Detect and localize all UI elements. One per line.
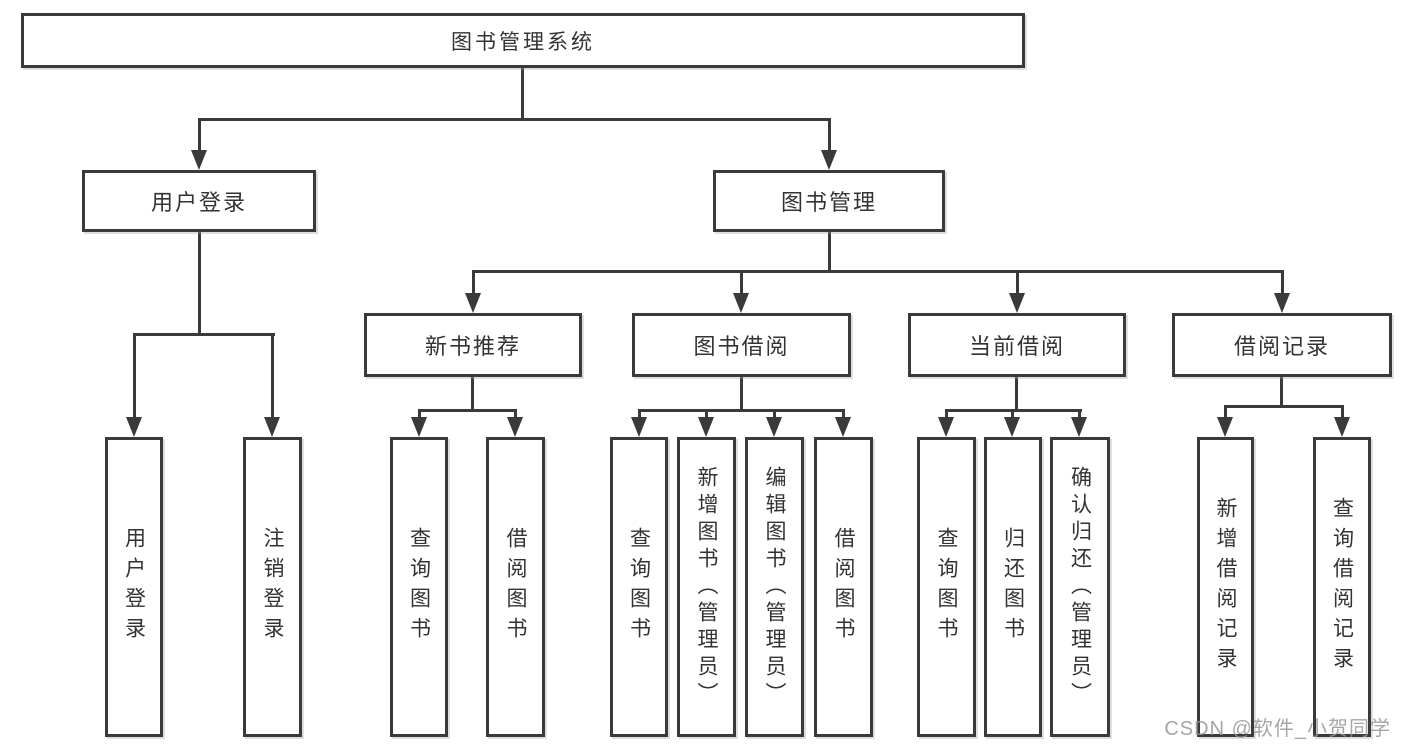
connector-line bbox=[828, 232, 831, 270]
node-user-login: 用户登录 bbox=[82, 170, 316, 232]
arrow-down-icon bbox=[938, 417, 954, 437]
connector-line bbox=[472, 270, 475, 298]
leaf-add-borrow-record-label: 新增借阅记录 bbox=[1214, 497, 1237, 677]
node-current-borrow-label: 当前借阅 bbox=[968, 334, 1065, 359]
node-borrow-record: 借阅记录 bbox=[1172, 313, 1392, 377]
connector-line bbox=[471, 377, 474, 411]
connector-line bbox=[1015, 377, 1018, 411]
connector-line bbox=[1224, 405, 1344, 408]
arrow-down-icon bbox=[465, 293, 481, 313]
connector-line bbox=[133, 333, 275, 336]
arrow-down-icon bbox=[1217, 417, 1233, 437]
leaf-borrow-book-2-label: 借阅图书 bbox=[832, 527, 855, 647]
node-book-borrow: 图书借阅 bbox=[632, 313, 851, 377]
node-book-borrow-label: 图书借阅 bbox=[693, 334, 790, 359]
connector-line bbox=[418, 409, 517, 412]
connector-line bbox=[638, 409, 845, 412]
node-root-label: 图书管理系统 bbox=[451, 30, 595, 54]
node-borrow-record-label: 借阅记录 bbox=[1233, 334, 1330, 359]
leaf-query-book-1: 查询图书 bbox=[390, 437, 448, 737]
arrow-down-icon bbox=[191, 150, 207, 170]
connector-line bbox=[828, 118, 831, 154]
arrow-down-icon bbox=[766, 417, 782, 437]
node-book-management: 图书管理 bbox=[713, 170, 945, 232]
leaf-add-borrow-record: 新增借阅记录 bbox=[1197, 437, 1254, 737]
connector-line bbox=[945, 409, 948, 421]
leaf-query-borrow-record-label: 查询借阅记录 bbox=[1330, 497, 1354, 677]
arrow-down-icon bbox=[821, 150, 837, 170]
connector-line bbox=[1280, 377, 1283, 407]
connector-line bbox=[521, 68, 524, 118]
connector-line bbox=[1011, 409, 1014, 421]
connector-line bbox=[638, 409, 641, 421]
arrow-down-icon bbox=[733, 293, 749, 313]
connector-line bbox=[740, 270, 743, 298]
arrow-down-icon bbox=[411, 417, 427, 437]
connector-line bbox=[1224, 405, 1227, 421]
connector-line bbox=[198, 118, 201, 154]
connector-line bbox=[133, 333, 136, 421]
node-new-book-recommend: 新书推荐 bbox=[364, 313, 582, 377]
arrow-down-icon bbox=[264, 417, 280, 437]
leaf-edit-book-admin-label: 编辑图书（管理员） bbox=[763, 465, 786, 709]
leaf-add-book-admin-label: 新增图书（管理员） bbox=[695, 465, 718, 709]
connector-line bbox=[418, 409, 421, 421]
arrow-down-icon bbox=[1334, 417, 1350, 437]
leaf-query-book-3-label: 查询图书 bbox=[935, 527, 958, 647]
connector-line bbox=[1341, 405, 1344, 421]
arrow-down-icon bbox=[126, 417, 142, 437]
leaf-confirm-return-admin: 确认归还（管理员） bbox=[1050, 437, 1110, 737]
leaf-user-login: 用户登录 bbox=[105, 437, 163, 737]
leaf-borrow-book-1: 借阅图书 bbox=[486, 437, 545, 737]
leaf-return-book: 归还图书 bbox=[984, 437, 1042, 737]
connector-line bbox=[773, 409, 776, 421]
connector-line bbox=[740, 377, 743, 411]
connector-line bbox=[271, 333, 274, 421]
leaf-add-book-admin: 新增图书（管理员） bbox=[677, 437, 736, 737]
arrow-down-icon bbox=[507, 417, 523, 437]
leaf-query-book-1-label: 查询图书 bbox=[407, 527, 431, 647]
node-user-login-label: 用户登录 bbox=[150, 190, 247, 215]
connector-line bbox=[842, 409, 845, 421]
connector-line bbox=[198, 232, 201, 335]
connector-line bbox=[1016, 270, 1019, 298]
connector-line bbox=[472, 270, 1284, 273]
connector-line bbox=[198, 118, 831, 121]
leaf-confirm-return-admin-label: 确认归还（管理员） bbox=[1068, 465, 1092, 709]
arrow-down-icon bbox=[1009, 293, 1025, 313]
leaf-logout-label: 注销登录 bbox=[261, 527, 284, 647]
arrow-down-icon bbox=[631, 417, 647, 437]
arrow-down-icon bbox=[698, 417, 714, 437]
node-root: 图书管理系统 bbox=[21, 13, 1025, 68]
leaf-user-login-label: 用户登录 bbox=[122, 527, 146, 647]
node-book-management-label: 图书管理 bbox=[780, 190, 877, 215]
leaf-borrow-book-1-label: 借阅图书 bbox=[504, 527, 527, 647]
connector-line bbox=[1078, 409, 1081, 421]
arrow-down-icon bbox=[1004, 417, 1020, 437]
leaf-borrow-book-2: 借阅图书 bbox=[814, 437, 873, 737]
connector-line bbox=[1281, 270, 1284, 298]
csdn-watermark: CSDN @软件_小贺同学 bbox=[1164, 718, 1391, 740]
leaf-query-book-3: 查询图书 bbox=[917, 437, 976, 737]
node-current-borrow: 当前借阅 bbox=[908, 313, 1126, 377]
leaf-edit-book-admin: 编辑图书（管理员） bbox=[745, 437, 804, 737]
arrow-down-icon bbox=[835, 417, 851, 437]
node-new-book-recommend-label: 新书推荐 bbox=[424, 334, 521, 359]
leaf-return-book-label: 归还图书 bbox=[1001, 527, 1025, 647]
leaf-query-book-2-label: 查询图书 bbox=[627, 527, 651, 647]
leaf-query-borrow-record: 查询借阅记录 bbox=[1313, 437, 1371, 737]
connector-line bbox=[705, 409, 708, 421]
leaf-logout: 注销登录 bbox=[243, 437, 302, 737]
leaf-query-book-2: 查询图书 bbox=[610, 437, 668, 737]
connector-line bbox=[514, 409, 517, 421]
arrow-down-icon bbox=[1071, 417, 1087, 437]
arrow-down-icon bbox=[1274, 293, 1290, 313]
